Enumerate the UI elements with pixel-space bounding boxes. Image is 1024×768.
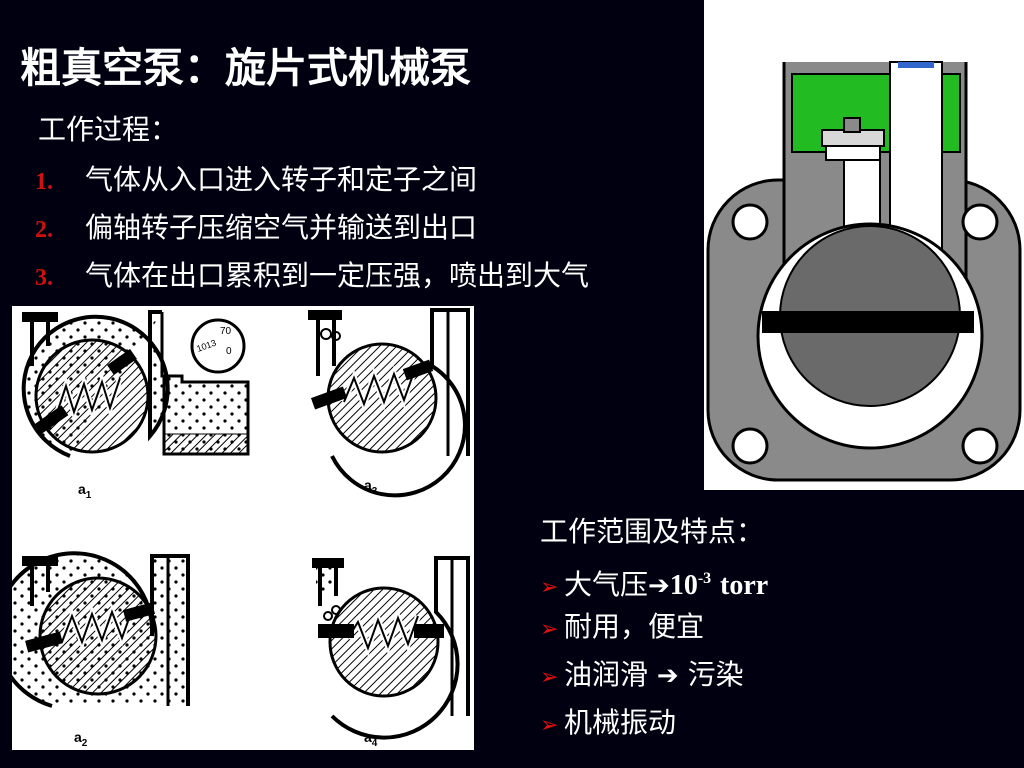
stage-label-a3: a3 xyxy=(364,477,378,497)
bolt-hole xyxy=(731,203,769,241)
feature-item: ➢油润滑 ➔ 污染 xyxy=(540,652,768,700)
process-step: 3. 气体在出口累积到一定压强，喷出到大气 xyxy=(35,256,589,304)
valve-knob xyxy=(843,117,861,133)
stage-label-a2: a2 xyxy=(74,729,88,749)
feature-item: ➢大气压➔10-3 torr xyxy=(540,556,768,604)
features-panel: 工作范围及特点： ➢大气压➔10-3 torr ➢耐用，便宜 ➢油润滑 ➔ 污染… xyxy=(540,508,768,748)
feature-text: 耐用，便宜 xyxy=(564,610,705,643)
process-step: 1. 气体从入口进入转子和定子之间 xyxy=(35,160,589,208)
pump-stages-svg: 70 1013 0 a1 a3 xyxy=(0,308,470,749)
pump-stages-diagram: 70 1013 0 a1 a3 xyxy=(0,306,474,750)
stage-a1: 70 1013 0 a1 xyxy=(21,310,250,501)
pump-cross-section-diagram xyxy=(704,0,1024,490)
feature-text: 油润滑 xyxy=(564,658,649,691)
range-exponent: -3 xyxy=(697,570,712,587)
range-prefix: 大气压 xyxy=(564,568,649,601)
stage-a4: a4 xyxy=(312,556,470,749)
step-number: 1. xyxy=(35,169,53,195)
process-steps: 1. 气体从入口进入转子和定子之间 2. 偏轴转子压缩空气并输送到出口 3. 气体在出… xyxy=(35,160,589,304)
right-arrow-icon: ➔ xyxy=(648,571,670,601)
gauge-label-0: 0 xyxy=(226,346,232,357)
pump-cross-section-svg xyxy=(706,61,1022,482)
range-base: 10 xyxy=(669,570,698,601)
bolt-hole xyxy=(731,427,769,465)
bullet-arrow-icon: ➢ xyxy=(540,713,559,738)
stage-label-a4: a4 xyxy=(364,729,378,749)
feature-item: ➢耐用，便宜 xyxy=(540,604,768,652)
exhaust-valve-spring xyxy=(825,145,881,161)
stage-label-a1: a1 xyxy=(78,481,92,501)
step-text: 偏轴转子压缩空气并输送到出口 xyxy=(85,211,478,244)
range-unit: torr xyxy=(720,570,769,601)
step-number: 3. xyxy=(35,265,53,291)
features-heading: 工作范围及特点： xyxy=(540,515,765,548)
step-text: 气体在出口累积到一定压强，喷出到大气 xyxy=(85,259,590,292)
feature-text: 污染 xyxy=(687,658,744,691)
inlet-top-marker xyxy=(898,62,934,68)
bullet-arrow-icon: ➢ xyxy=(540,617,559,642)
stage-a3: a3 xyxy=(308,308,470,498)
slide-title: 粗真空泵：旋片式机械泵 xyxy=(20,44,471,92)
process-step: 2. 偏轴转子压缩空气并输送到出口 xyxy=(35,208,589,256)
gauge-label-70: 70 xyxy=(220,326,232,337)
bolt-hole xyxy=(961,427,999,465)
bullet-arrow-icon: ➢ xyxy=(540,665,559,690)
step-number: 2. xyxy=(35,217,53,243)
rotor-vane xyxy=(762,311,974,333)
feature-text: 机械振动 xyxy=(564,706,677,739)
feature-item: ➢机械振动 xyxy=(540,700,768,748)
stage-a2: a2 xyxy=(0,551,190,749)
bullet-arrow-icon: ➢ xyxy=(540,575,559,600)
process-heading: 工作过程： xyxy=(38,113,179,146)
step-text: 气体从入口进入转子和定子之间 xyxy=(85,163,478,196)
right-arrow-icon: ➔ xyxy=(656,661,679,691)
bolt-hole xyxy=(961,203,999,241)
features-list: ➢大气压➔10-3 torr ➢耐用，便宜 ➢油润滑 ➔ 污染 ➢机械振动 xyxy=(540,556,768,748)
